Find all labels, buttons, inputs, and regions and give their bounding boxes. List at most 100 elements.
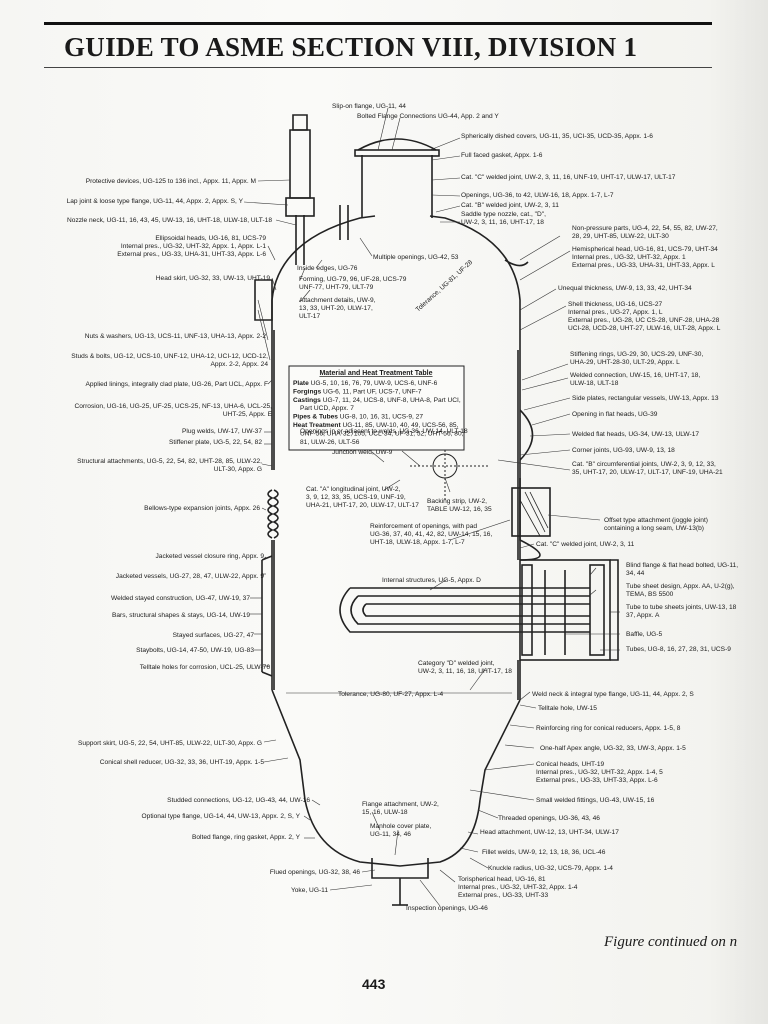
- callout-label-line: Head skirt, UG-32, 33, UW-13, UHT-19: [156, 275, 271, 282]
- callout-label-line: 35, UHT-17, 20, ULW-17, ULT-17, UNF-19, …: [572, 469, 723, 476]
- callout-label: Threaded openings, UG-36, 43, 46: [498, 815, 600, 822]
- callout-label-line: Tubes, UG-8, 16, 27, 28, 31, UCS-9: [626, 646, 731, 653]
- callout-label-line: Staybolts, UG-14, 47-50, UW-19, UG-83: [136, 647, 254, 654]
- callout-label: Backing strip, UW-2,TABLE UW-12, 16, 35: [427, 498, 492, 513]
- callout-label-line: Small welded fittings, UG-43, UW-15, 16: [536, 797, 655, 804]
- callout-label-line: TABLE UW-12, 16, 35: [427, 506, 492, 513]
- callout-label: Bolted Flange Connections UG-44, App. 2 …: [357, 113, 499, 120]
- callout-label-line: Studded connections, UG-12, UG-43, 44, U…: [167, 797, 310, 804]
- callout-label-line: Cat. "B" circumferential joints, UW-2, 3…: [572, 461, 716, 468]
- callout-label-line: 37, Appx. A: [626, 612, 660, 619]
- callout-label-line: Tolerance, UG-80, UF-27, Appx. L-4: [338, 691, 444, 698]
- callout-label-line: Opening in flat heads, UG-39: [572, 411, 658, 418]
- callout-label-line: Nozzle neck, UG-11, 16, 43, 45, UW-13, 1…: [67, 217, 272, 224]
- callout-label-line: 3, 9, 12, 33, 35, UCS-19, UNF-19,: [306, 494, 406, 501]
- callout-label-line: ULT-17: [299, 313, 320, 320]
- callout-label-line: Tube sheet design, Appx. AA, U-2(g),: [626, 583, 735, 590]
- callout-label-line: UHT-25, Appx. E: [223, 411, 273, 418]
- callout-label-line: Lap joint & loose type flange, UG-11, 44…: [67, 198, 244, 205]
- callout-label: Bellows-type expansion joints, Appx. 26: [144, 505, 260, 512]
- callout-label: Studs & bolts, UG-12, UCS-10, UNF-12, UH…: [71, 353, 268, 368]
- callout-label-line: Internal structures, UG-5, Appx. D: [382, 577, 481, 584]
- callout-label: Plug welds, UW-17, UW-37: [182, 428, 262, 435]
- callout-label-line: Reinforcement of openings, with pad: [370, 523, 477, 530]
- callout-label-line: UHT-18, ULW-18, Appx. 1-7, L-7: [370, 539, 465, 546]
- callout-label-line: Cat. "C" welded joint, UW-2, 3, 11: [536, 541, 635, 548]
- callout-label-line: Flued openings, UG-32, 38, 46: [270, 869, 361, 876]
- callout-label-line: UNF-77, UHT-79, ULT-79: [299, 284, 374, 291]
- callout-label-line: Openings, UG-36, to 42, ULW-16, 18, Appx…: [461, 192, 614, 199]
- callout-label-line: Plug welds, UW-17, UW-37: [182, 428, 262, 435]
- callout-label-line: Inspection openings, UG-46: [406, 905, 488, 912]
- callout-label-line: Bars, structural shapes & stays, UG-14, …: [112, 612, 250, 619]
- callout-label-line: Protective devices, UG-125 to 136 incl.,…: [86, 178, 256, 185]
- material-table-row: 81, ULW-26, ULT-56: [300, 439, 360, 446]
- callout-label: Bars, structural shapes & stays, UG-14, …: [112, 612, 250, 619]
- callout-label: Studded connections, UG-12, UG-43, 44, U…: [167, 797, 310, 804]
- callout-label-line: Ellipsoidal heads, UG-16, 81, UCS-79: [155, 235, 266, 242]
- material-table-row: UNF-56, UHA-32, 105, UCL-34, UF-31, 52, …: [300, 430, 464, 437]
- callout-label-line: Stiffener plate, UG-5, 22, 54, 82: [169, 439, 262, 446]
- callout-label-line: Nuts & washers, UG-13, UCS-11, UNF-13, U…: [85, 333, 267, 340]
- material-table-row-text: 81, ULW-26, ULT-56: [300, 439, 360, 446]
- callout-label-line: Reinforcing ring for conical reducers, A…: [536, 725, 681, 732]
- callout-label-line: 13, 33, UHT-20, ULW-17,: [299, 305, 373, 312]
- callout-label-line: UW-2, 3, 11, 16, UHT-17, 18: [461, 219, 544, 226]
- material-table-row-text: UG-5, 10, 16, 76, 79, UW-9, UCS-6, UNF-6: [309, 380, 438, 387]
- callout-label: Saddle type nozzle, cat., "D",UW-2, 3, 1…: [461, 211, 546, 226]
- callout-label-line: Jacketed vessel closure ring, Appx. 9: [156, 553, 265, 560]
- callout-label: Structural attachments, UG-5, 22, 54, 82…: [77, 458, 262, 473]
- callout-label-line: Internal pres., UG-27, Appx. 1, L: [568, 309, 663, 316]
- callout-label-line: Weld neck & integral type flange, UG-11,…: [532, 691, 694, 698]
- callout-label: Support skirt, UG-5, 22, 54, UHT-85, ULW…: [78, 740, 262, 747]
- callout-label-line: Blind flange & flat head bolted, UG-11,: [626, 562, 738, 569]
- material-table-row: Forgings UG-6, 11, Part UF, UCS-7, UNF-7: [293, 388, 422, 395]
- callout-label-line: Head attachment, UW-12, 13, UHT-34, ULW-…: [480, 829, 619, 836]
- callout-label: Lap joint & loose type flange, UG-11, 44…: [67, 198, 244, 205]
- material-table-row: Castings UG-7, 11, 24, UCS-8, UNF-8, UHA…: [293, 397, 461, 404]
- callout-label: Telltale holes for corrosion, UCL-25, UL…: [140, 664, 271, 671]
- callout-label: Junction weld, UW-9: [332, 449, 393, 456]
- callout-label: Inside edges, UG-76: [297, 265, 358, 272]
- callout-label: Jacketed vessels, UG-27, 28, 47, ULW-22,…: [116, 573, 265, 580]
- callout-label: Non-pressure parts, UG-4, 22, 54, 55, 82…: [572, 225, 718, 240]
- material-table-row: Plate UG-5, 10, 16, 76, 79, UW-9, UCS-6,…: [293, 380, 438, 387]
- callout-label: Telltale hole, UW-15: [538, 705, 597, 712]
- callout-label-line: Tube to tube sheets joints, UW-13, 18: [626, 604, 737, 611]
- callout-label-line: Inside edges, UG-76: [297, 265, 358, 272]
- callout-label: Nozzle neck, UG-11, 16, 43, 45, UW-13, 1…: [67, 217, 272, 224]
- callout-label: Blind flange & flat head bolted, UG-11,3…: [626, 562, 738, 577]
- callout-label: Applied linings, integrally clad plate, …: [85, 381, 268, 388]
- callout-label: Tube sheet design, Appx. AA, U-2(g),TEMA…: [626, 583, 735, 598]
- material-table-row-text: Part UCD, Appx. 7: [300, 405, 354, 412]
- callout-label-line: UCI-28, UCD-28, UHT-27, ULW-16, ULT-28, …: [568, 325, 721, 332]
- material-table-row-heading: Heat Treatment: [293, 422, 341, 429]
- callout-label-line: Studs & bolts, UG-12, UCS-10, UNF-12, UH…: [71, 353, 268, 360]
- callout-label-line: Non-pressure parts, UG-4, 22, 54, 55, 82…: [572, 225, 718, 232]
- callout-label-line: Internal pres., UG-32, UHT-32, Appx. 1: [572, 254, 686, 261]
- callout-label: Welded flat heads, UG-34, UW-13, ULW-17: [572, 431, 699, 438]
- callout-label-line: Internal pres., UG-32, UHT-32, Appx. 1-4: [458, 884, 578, 891]
- callout-label-line: Multiple openings, UG-42, 53: [373, 254, 459, 261]
- callout-label-line: Corrosion, UG-16, UG-25, UF-25, UCS-25, …: [74, 403, 272, 410]
- callout-label: Attachment details, UW-9,13, 33, UHT-20,…: [299, 297, 376, 320]
- callout-label: Staybolts, UG-14, 47-50, UW-19, UG-83: [136, 647, 254, 654]
- callout-label-line: Support skirt, UG-5, 22, 54, UHT-85, ULW…: [78, 740, 262, 747]
- callout-label: Baffle, UG-5: [626, 631, 662, 638]
- callout-label-line: Appx. 2-2, Appx. 24: [210, 361, 268, 368]
- callout-label: Flange attachment, UW-2,15, 16, ULW-18: [362, 801, 439, 816]
- callout-label: Hemispherical head, UG-16, 81, UCS-79, U…: [572, 246, 718, 269]
- callout-label-line: External pres., UG-33, UHT-33: [458, 892, 548, 899]
- callout-label-line: Tolerance, UG-81, UF-28: [415, 259, 475, 314]
- callout-label: Category "D" welded joint,UW-2, 3, 11, 1…: [418, 660, 512, 675]
- callout-label-line: Cat. "A" longitudinal joint, UW-2,: [306, 486, 401, 493]
- callout-label: Tolerance, UG-80, UF-27, Appx. L-4: [338, 691, 444, 698]
- callout-label-line: Hemispherical head, UG-16, 81, UCS-79, U…: [572, 246, 718, 253]
- callout-label-line: UHA-29, UHT-28-30, ULT-29, Appx. L: [570, 359, 680, 366]
- callout-label-line: ULW-18, ULT-18: [570, 380, 619, 387]
- callout-label: Welded connection, UW-15, 16, UHT-17, 18…: [570, 372, 700, 387]
